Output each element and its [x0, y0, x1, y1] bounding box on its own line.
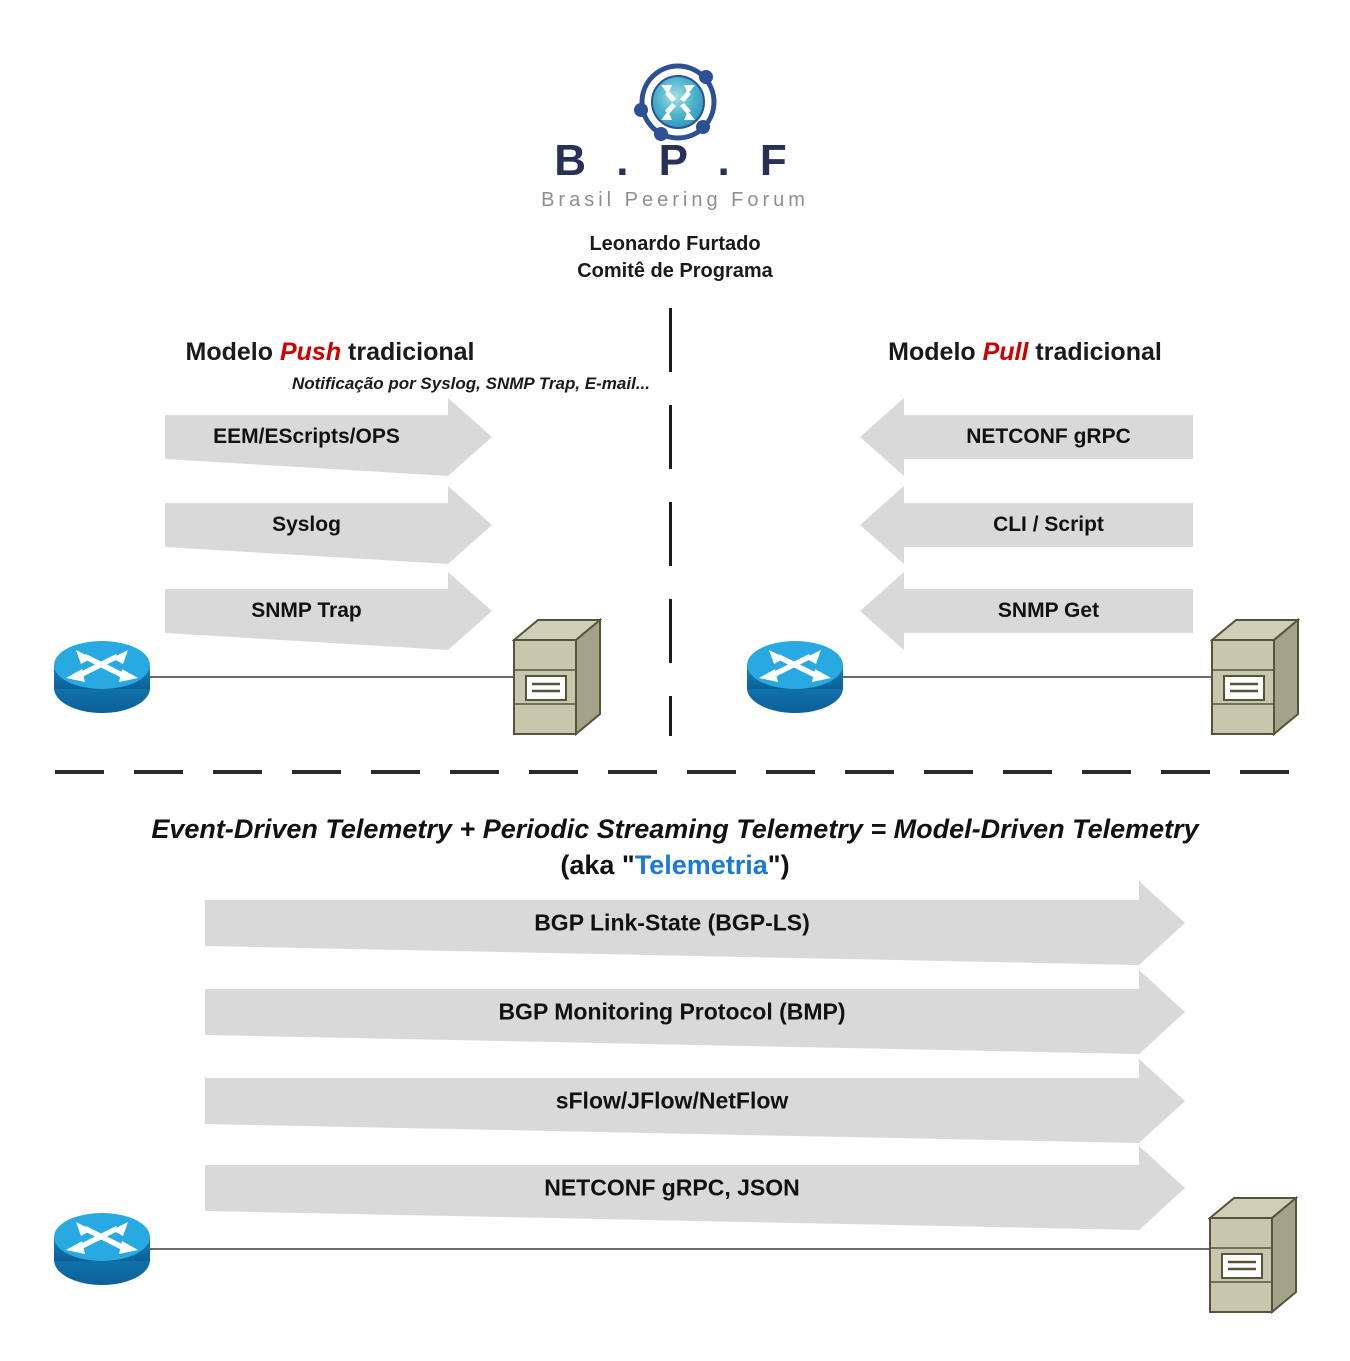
telemetry-arrow-sflow: sFlow/JFlow/NetFlow [205, 1059, 1185, 1143]
pull-arrow-cli: CLI / Script [860, 486, 1193, 564]
telemetry-arrow-bgpls: BGP Link-State (BGP-LS) [205, 881, 1185, 965]
presenter-role: Comitê de Programa [577, 260, 773, 282]
telemetry-title: Event-Driven Telemetry + Periodic Stream… [151, 814, 1199, 844]
router-icon [54, 1213, 150, 1285]
horizontal-dashed-divider [55, 770, 1302, 774]
vertical-dashed-divider [669, 308, 672, 736]
push-arrow-syslog: Syslog [165, 486, 492, 564]
telemetry-arrow-sflow-label: sFlow/JFlow/NetFlow [555, 1087, 789, 1114]
push-title-prefix: Modelo [185, 338, 280, 366]
pull-arrow-snmpget: SNMP Get [860, 572, 1193, 650]
server-icon [1210, 618, 1300, 736]
aka-suffix: ") [767, 850, 790, 880]
logo-title: B . P . F [554, 136, 796, 185]
logo-subtitle: Brasil Peering Forum [541, 189, 809, 211]
bpf-globe-icon [634, 63, 717, 141]
push-arrow-eem-label: EEM/EScripts/OPS [213, 425, 400, 448]
pull-arrow-netconf-label: NETCONF gRPC [966, 425, 1131, 448]
push-connection-line [145, 676, 515, 678]
pull-arrow-netconf: NETCONF gRPC [860, 398, 1193, 476]
telemetry-arrow-bmp-label: BGP Monitoring Protocol (BMP) [498, 998, 846, 1025]
aka-keyword: Telemetria [634, 850, 768, 880]
router-icon [54, 641, 150, 713]
telemetry-arrow-netconf-json: NETCONF gRPC, JSON [205, 1146, 1185, 1230]
pull-title-suffix: tradicional [1028, 338, 1162, 366]
telemetry-arrow-bmp: BGP Monitoring Protocol (BMP) [205, 970, 1185, 1054]
push-title-keyword: Push [279, 338, 342, 366]
pull-title-prefix: Modelo [888, 338, 983, 366]
push-title-suffix: tradicional [341, 338, 475, 366]
aka-prefix: (aka " [560, 850, 635, 880]
presenter-name: Leonardo Furtado [589, 233, 761, 255]
push-arrow-syslog-label: Syslog [272, 513, 341, 536]
telemetry-arrow-bgpls-label: BGP Link-State (BGP-LS) [534, 909, 810, 936]
push-arrow-snmptrap-label: SNMP Trap [251, 599, 362, 622]
pull-title-keyword: Pull [982, 338, 1029, 366]
telemetry-arrow-netconf-json-label: NETCONF gRPC, JSON [544, 1174, 800, 1201]
server-icon [512, 618, 602, 736]
router-icon [747, 641, 843, 713]
server-icon [1208, 1196, 1298, 1314]
pull-arrow-cli-label: CLI / Script [993, 513, 1104, 536]
telemetry-connection-line [145, 1248, 1210, 1250]
pull-connection-line [838, 676, 1213, 678]
push-arrow-snmptrap: SNMP Trap [165, 572, 492, 650]
pull-arrow-snmpget-label: SNMP Get [997, 599, 1100, 622]
telemetry-aka-line: (aka "Telemetria") [0, 850, 1350, 881]
push-section-title: Modelo Push tradicional [130, 338, 530, 367]
push-section-subtitle: Notificação por Syslog, SNMP Trap, E-mai… [291, 374, 650, 393]
pull-section-title: Modelo Pull tradicional [830, 338, 1220, 367]
push-arrow-eem: EEM/EScripts/OPS [165, 398, 492, 476]
